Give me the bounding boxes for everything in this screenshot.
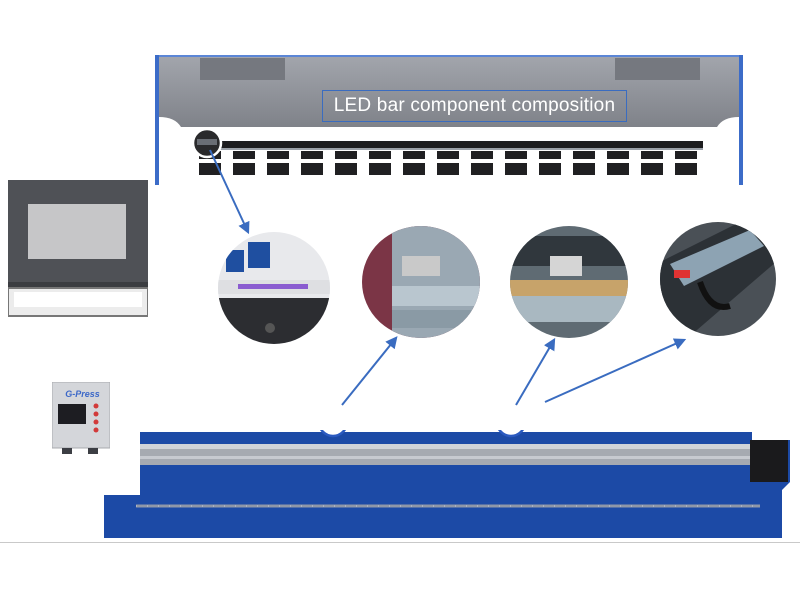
arrow-to-sensor-1 — [341, 336, 398, 406]
controller-brand-label: G-Press — [65, 389, 100, 399]
led-bar-assembly — [104, 430, 790, 538]
sensor-marker-left — [320, 430, 346, 438]
sensor-mount-close-up-2 — [510, 226, 628, 338]
g-press-controller — [52, 382, 110, 454]
led-segments — [199, 151, 697, 175]
diagram-title: LED bar component composition — [322, 90, 627, 122]
cable-end-close-up — [660, 222, 776, 336]
side-display-screen — [8, 180, 148, 317]
arrow-to-cable-end — [544, 338, 687, 403]
sensor-marker-right — [498, 430, 524, 438]
divider — [0, 542, 800, 543]
sensor-mount-close-up-1 — [362, 226, 480, 338]
arrow-to-sensor-2 — [515, 337, 556, 406]
led-strip-close-up — [218, 232, 330, 344]
